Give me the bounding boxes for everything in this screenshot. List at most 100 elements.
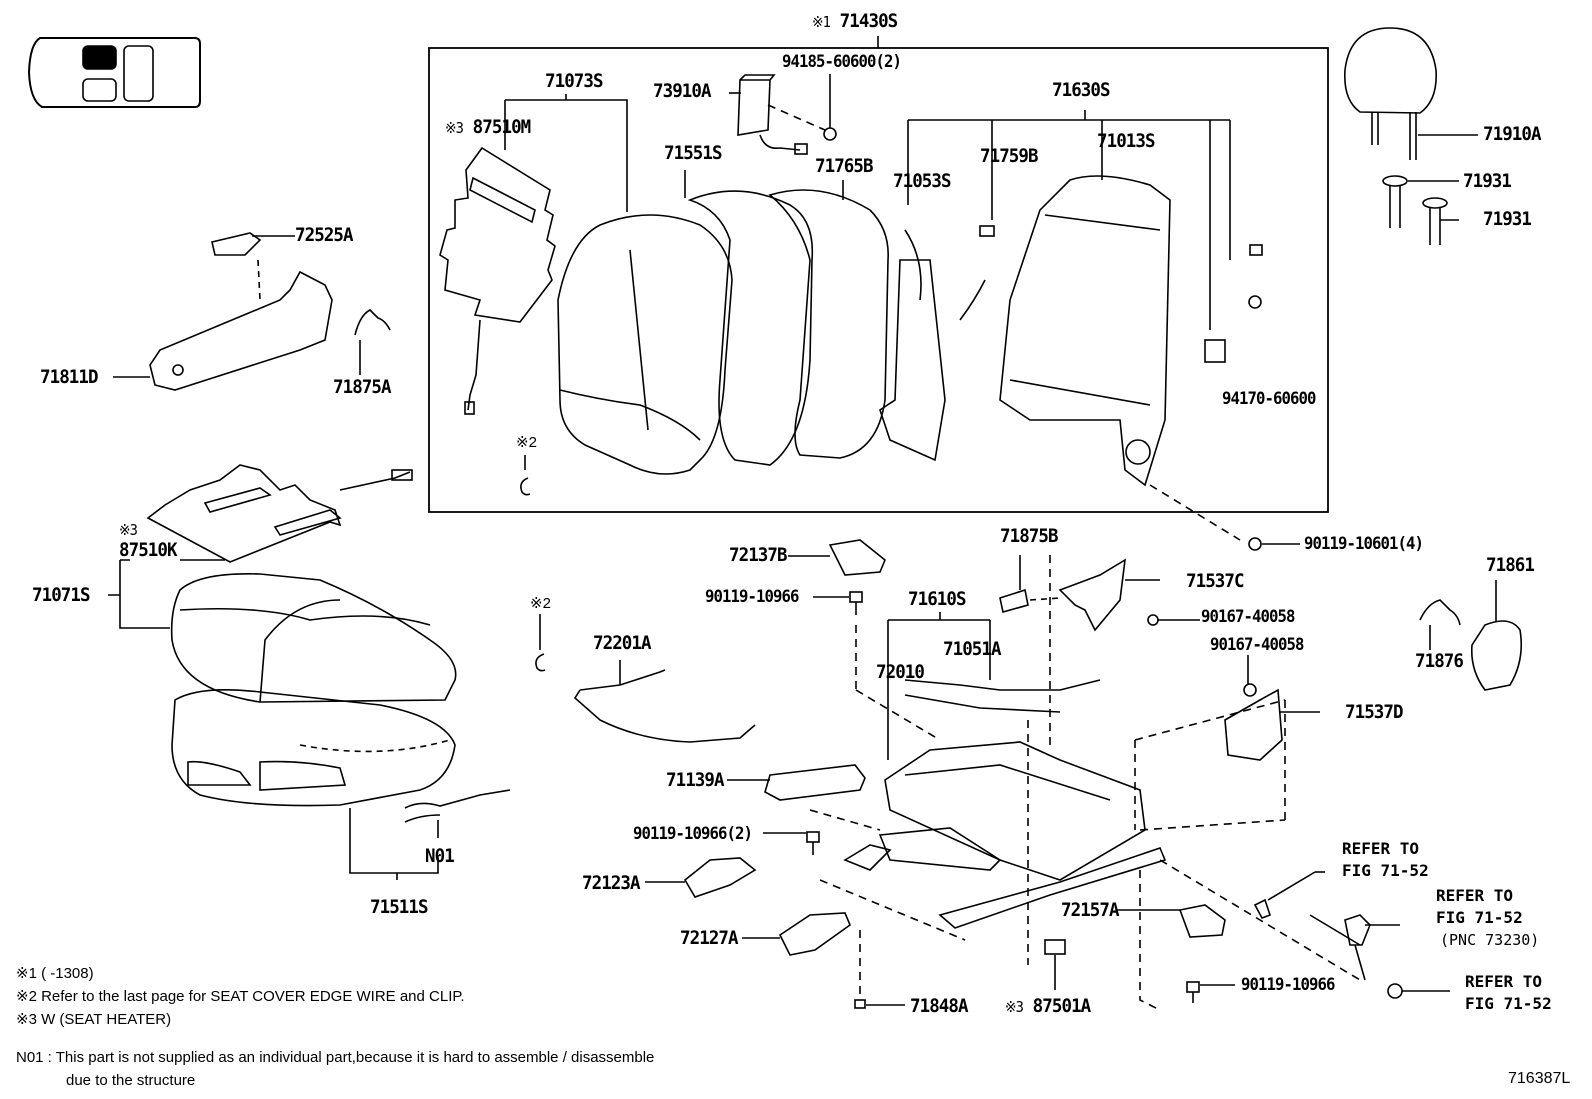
wire-harness-N01 (404, 789, 511, 823)
part-label-90119-10966-upper[interactable]: 90119-10966 (705, 587, 799, 607)
refer-to-fig-71-52-c[interactable]: REFER TO FIG 71-52 (1465, 971, 1552, 1015)
part-label-94170-60600[interactable]: 94170-60600 (1222, 389, 1316, 409)
bolt-90119-10966-2 (763, 831, 966, 941)
footnote-1: ※1 ( -1308) (16, 965, 94, 982)
seatback-assembly-box (428, 36, 1329, 513)
part-label-72123A[interactable]: 72123A (582, 872, 641, 894)
part-label-72201A[interactable]: 72201A (593, 632, 652, 654)
footnote-mark-3: ※3 (119, 521, 138, 539)
headrest-71910A (1343, 27, 1478, 160)
part-label-90119-10601[interactable]: 90119-10601(4) (1304, 534, 1424, 554)
edge-wire-72201A (573, 660, 756, 743)
note-N01: N01 : This part is not supplied as an in… (16, 1049, 655, 1066)
seatback-cover-71551S (557, 170, 733, 475)
part-number[interactable]: 87501A (1032, 995, 1092, 1017)
part-label-71551S[interactable]: 71551S (664, 142, 723, 164)
part-label-90119-10966-2[interactable]: 90119-10966(2) (633, 824, 753, 844)
part-label-90119-10966-lower[interactable]: 90119-10966 (1241, 975, 1335, 995)
part-label-71876[interactable]: 71876 (1415, 650, 1464, 672)
part-label-71931-lower[interactable]: 71931 (1483, 208, 1532, 230)
part-label-72010[interactable]: 72010 (876, 661, 925, 683)
footnote-mark-3: ※3 (445, 119, 464, 137)
part-label-71139A[interactable]: 71139A (666, 769, 725, 791)
footnote-mark-2-lower: ※2 (530, 595, 551, 612)
refer-figure: FIG 71-52 (1342, 861, 1429, 880)
side-shield-71811D (113, 232, 333, 391)
seatback-frame-71013S (979, 175, 1263, 487)
footnote-mark-3: ※3 (1005, 998, 1024, 1016)
part-label-71765B[interactable]: 71765B (815, 155, 874, 177)
part-label-71630S[interactable]: 71630S (1052, 79, 1111, 101)
part-label-72157A[interactable]: 72157A (1061, 899, 1120, 921)
cover-71537D (1224, 688, 1283, 761)
cover-71875B (999, 588, 1029, 613)
part-label-87510M: ※3 87510M (445, 116, 532, 138)
seat-belt-buckle (1159, 859, 1450, 999)
refer-figure: FIG 71-52 (1465, 994, 1552, 1013)
part-label-72525A[interactable]: 72525A (295, 224, 354, 246)
headrest-guide-71931 (1382, 175, 1459, 245)
part-label-73910A[interactable]: 73910A (653, 80, 712, 102)
cover-71875A (354, 309, 391, 375)
bolt-90119-10966 (813, 591, 941, 741)
cushion-cover-71071S (170, 573, 457, 703)
refer-line: REFER TO (1342, 839, 1420, 858)
sensor-87501A (1044, 939, 1066, 955)
part-label-94185-60600[interactable]: 94185-60600(2) (782, 52, 902, 72)
vehicle-seat-locator-icon (27, 37, 201, 108)
lumbar-support-71053S (879, 229, 986, 462)
part-label-71848A[interactable]: 71848A (910, 995, 969, 1017)
cushion-pad-71511S (171, 688, 456, 807)
part-label-71861[interactable]: 71861 (1486, 554, 1535, 576)
part-label-71013S[interactable]: 71013S (1097, 130, 1156, 152)
seatback-heater-87510M (439, 146, 556, 415)
part-number[interactable]: 87510M (472, 116, 532, 138)
refer-to-fig-71-52-b[interactable]: REFER TO FIG 71-52 (PNC 73230) (1436, 885, 1539, 951)
part-label-90167-40058-lower[interactable]: 90167-40058 (1210, 635, 1304, 655)
part-label-71073S[interactable]: 71073S (545, 70, 604, 92)
refer-pnc: (PNC 73230) (1440, 931, 1540, 949)
part-label-72137B[interactable]: 72137B (729, 544, 788, 566)
part-label-N01[interactable]: N01 (425, 845, 455, 867)
part-label-71610S[interactable]: 71610S (908, 588, 967, 610)
footnote-2: ※2 Refer to the last page for SEAT COVER… (16, 988, 465, 1005)
footnote-3: ※3 W (SEAT HEATER) (16, 1011, 172, 1028)
part-label-71053S[interactable]: 71053S (893, 170, 952, 192)
cover-71139A (764, 764, 866, 801)
footnote-mark-2-upper: ※2 (516, 434, 537, 451)
part-label-87501A: ※3 87501A (1005, 995, 1092, 1017)
part-label-71875A[interactable]: 71875A (333, 376, 392, 398)
part-label-71759B[interactable]: 71759B (980, 145, 1039, 167)
cover-71537C (1058, 558, 1126, 632)
part-label-90167-40058-upper[interactable]: 90167-40058 (1201, 607, 1295, 627)
spring-71051A (904, 679, 1101, 713)
refer-to-fig-71-52-a[interactable]: REFER TO FIG 71-52 (1342, 838, 1429, 882)
part-label-71071S[interactable]: 71071S (32, 584, 91, 606)
figure-id: 716387L (1508, 1070, 1571, 1087)
part-label-71811D[interactable]: 71811D (40, 366, 99, 388)
part-number[interactable]: 71430S (839, 10, 899, 32)
refer-figure: FIG 71-52 (1436, 908, 1523, 927)
part-label-71537D[interactable]: 71537D (1345, 701, 1404, 723)
callout-71430S: ※1 71430S (812, 10, 899, 32)
cover-72137B (828, 539, 886, 576)
cover-72157A (1178, 904, 1226, 938)
refer-line: REFER TO (1436, 886, 1514, 905)
seat-heater-87510K (146, 464, 413, 563)
cover-72123A (683, 857, 757, 898)
knob-71861 (1470, 620, 1523, 691)
part-number[interactable]: 87510K (119, 539, 178, 561)
part-label-71931-upper[interactable]: 71931 (1463, 170, 1512, 192)
part-label-71511S[interactable]: 71511S (370, 896, 429, 918)
part-label-71537C[interactable]: 71537C (1186, 570, 1245, 592)
footnote-mark-1: ※1 (812, 13, 831, 31)
part-label-72127A[interactable]: 72127A (680, 927, 739, 949)
side-airbag-73910A (729, 74, 837, 155)
part-label-71875B[interactable]: 71875B (1000, 525, 1059, 547)
refer-line: REFER TO (1465, 972, 1543, 991)
part-label-71910A[interactable]: 71910A (1483, 123, 1542, 145)
selected-seat-front-left (82, 45, 117, 70)
part-label-87510K: ※3 87510K (119, 520, 178, 561)
part-label-71051A[interactable]: 71051A (943, 638, 1002, 660)
